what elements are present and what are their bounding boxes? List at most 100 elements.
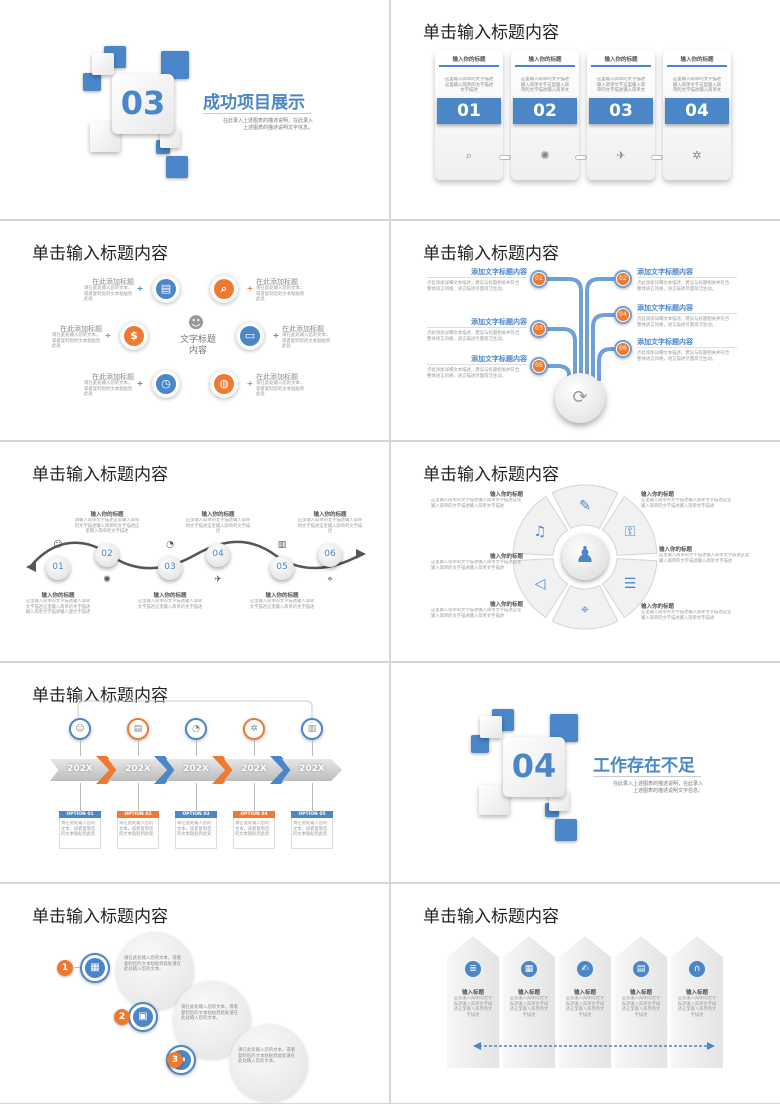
item-title: 添加文字标题内容 [471, 318, 527, 326]
step-number: 1 [57, 960, 73, 976]
step-text: 请在此处输入您的文本，或者复制您的文本粘贴到此处请在此处输入您的文本。 [238, 1048, 296, 1064]
option-text: 请在此处输入您的文本，或者复制您的文本粘贴到此处 [235, 821, 270, 837]
year-label: 202X [67, 764, 93, 774]
section-number: 04 [511, 747, 557, 785]
connector [254, 783, 255, 811]
wheel-petal[interactable] [601, 495, 658, 556]
pie-icon: ◔ [185, 718, 207, 740]
plus-icon: + [272, 331, 280, 340]
slide-3[interactable]: 单击输入标题内容 ☻ 文字标题内容 ▤+在此添加标题请在此处输入您的文本，或者复… [0, 221, 389, 440]
card-title: 输入你的标题 [528, 57, 562, 63]
slide-6[interactable]: 单击输入标题内容 ✎⚿☰⌖◁♫ ♟ 输入你的标题这里输入简单的文字描述输入简单文… [391, 442, 780, 661]
step-text: 这里输入简单的文字描述输入简单文字描述这里输入简单的文字描述输入简单文字描述输入… [25, 599, 91, 615]
plus-icon: + [136, 379, 144, 388]
pin-icon: ⌖ [327, 575, 333, 585]
step-text: 请输入简单文字描述这里输入简单的文字描述输入简单的文字描述这里输入简单的文字描述 [74, 518, 140, 534]
search-icon[interactable]: ⌕ [214, 279, 234, 299]
petal-wheel: ✎⚿☰⌖◁♫ [512, 484, 658, 630]
slide-5[interactable]: 单击输入标题内容 01☺输入你的标题这里输入简单的文字描述输入简单文字描述这里输… [0, 442, 389, 661]
wheel-petal[interactable] [601, 558, 658, 619]
desc-line: 在此录入上述图表的描述说明，在此录入 [222, 118, 313, 124]
center-title: 文字标题内容 [179, 335, 216, 356]
card-line [439, 65, 499, 67]
item-text: 点此添加详细文本描述，建议与标题相关并符合整体语言风格，语言描述尽量简洁生动。 [427, 368, 520, 379]
item-title: 添加文字标题内容 [471, 355, 527, 363]
card-number: 01 [437, 98, 501, 124]
year-arrow [224, 759, 284, 781]
slide-10[interactable]: 单击输入标题内容 ≣输入标题这里输入简单的文字描述输入简单文字描述这里输入简单的… [391, 884, 780, 1103]
slide-8[interactable]: 04 工作存在不足 在此录入上述图表的描述说明，在此录入 上述图表的描述说明文字… [391, 663, 780, 882]
wheel-center [562, 534, 608, 580]
item-text: 点此添加详细文本描述，建议与标题相关并符合整体语言风格，语言描述尽量简洁生动。 [427, 331, 520, 342]
option-label: OPTION 01 [59, 811, 101, 818]
wheel-petal[interactable] [512, 495, 569, 556]
card-line [591, 65, 651, 67]
option-text: 请在此处输入您的文本，或者复制您的文本粘贴到此处 [293, 821, 328, 837]
plane-icon: ✈ [616, 149, 626, 162]
step-title: 输入你的标题 [41, 593, 75, 599]
book-icon: ▦ [521, 961, 537, 977]
clock-icon[interactable]: ◷ [156, 374, 176, 394]
step-number: 2 [114, 1009, 130, 1025]
item-title: 输入你的标题 [659, 547, 693, 553]
slide-1[interactable]: 03 成功项目展示 在此录入上述图表的描述说明，在此录入 上述图表的描述说明文字… [0, 0, 389, 219]
decor-square [555, 819, 577, 841]
connector [254, 740, 255, 756]
step-title: 输入你的标题 [153, 593, 187, 599]
step-title: 输入你的标题 [313, 512, 347, 518]
item-rule [427, 364, 527, 365]
step-text: 这里输入简单的文字描述输入简单的文字描述这里输入简单的文字描述 [297, 518, 363, 534]
slide-2[interactable]: 单击输入标题内容 输入你的标题这里输入简单的文字描述这里输入简单的文字描述文字描… [391, 0, 780, 219]
pencil-icon: ✎ [579, 498, 591, 514]
node-number: 04 [617, 309, 629, 321]
tag-text: 这里输入简单的文字描述输入简单文字描述这里输入简单的文字描述 [509, 996, 549, 1018]
item-text: 点此添加详细文本描述，建议与标题相关并符合整体语言风格，语言描述尽量简洁生动。 [637, 351, 730, 362]
decor-square [83, 73, 101, 91]
connector [196, 740, 197, 756]
monitor-icon[interactable]: ▭ [240, 326, 260, 346]
bar-icon: ▥ [277, 540, 287, 550]
option-label: OPTION 02 [117, 811, 159, 818]
item-text: 请在此处输入您的文本，或者复制您的文本粘贴到此处 [282, 333, 331, 349]
card-text: 这里输入简单的文字描述输入简单文字这里输入简单的文字描述输入简单文 [520, 77, 570, 93]
card-link [575, 155, 587, 160]
card-text: 这里输入简单的文字描述这里输入简单的文字描述文字描述 [444, 77, 494, 93]
item-rule [637, 347, 737, 348]
connector [138, 740, 139, 756]
person-icon: ♟ [575, 543, 595, 568]
edit-icon: ✍ [577, 961, 593, 977]
year-label: 202X [241, 764, 267, 774]
wheel-petal[interactable] [551, 584, 619, 630]
decor-square [92, 53, 114, 75]
wheel-petal[interactable] [551, 484, 619, 530]
item-label: 在此添加标题 [256, 278, 298, 286]
node-number: 03 [533, 323, 545, 335]
bulb-icon: ✺ [103, 575, 111, 585]
double-arrow [473, 1042, 715, 1050]
slide-9[interactable]: 单击输入标题内容 请在此处输入您的文本，或者复制您的文本粘贴到此处请在此处输入您… [0, 884, 389, 1103]
wheel-petal[interactable] [512, 558, 569, 619]
item-title: 输入你的标题 [641, 492, 675, 498]
desc-line: 上述图表的描述说明文字信息。 [632, 788, 703, 794]
item-title: 添加文字标题内容 [637, 304, 693, 312]
tag-title: 输入标题 [461, 990, 484, 996]
option-label: OPTION 04 [233, 811, 275, 818]
item-text: 点此添加详细文本描述，建议与标题相关并符合整体语言风格，语言描述尽量简洁生动。 [427, 281, 520, 292]
card-line [667, 65, 727, 67]
step-bubble [95, 543, 119, 567]
globe-icon[interactable]: ◍ [214, 374, 234, 394]
slide-title: 单击输入标题内容 [423, 465, 559, 485]
dollar-icon[interactable]: $ [124, 326, 144, 346]
tag-title: 输入标题 [573, 990, 596, 996]
item-text: 这里输入简单的文字描述输入简单文字描述这里输入简单的文字描述输入简单文字描述 [431, 560, 522, 571]
tree-lines [541, 277, 623, 381]
chart-icon[interactable]: ▤ [156, 279, 176, 299]
year-label: 202X [125, 764, 151, 774]
plus-icon: + [246, 379, 254, 388]
item-title: 输入你的标题 [489, 602, 523, 608]
connector [312, 783, 313, 811]
step-bubble [46, 556, 70, 580]
decor-square [166, 156, 188, 178]
